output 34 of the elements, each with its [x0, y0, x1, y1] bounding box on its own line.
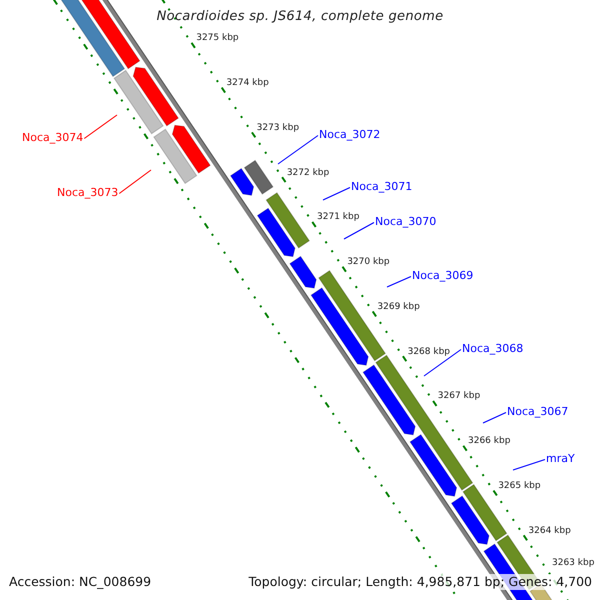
position-label: 3270 kbp [347, 257, 390, 268]
gene-label: Noca_3073 [57, 186, 118, 199]
leader-line [118, 170, 152, 194]
position-label: 3272 kbp [286, 168, 330, 179]
position-label: 3263 kbp [552, 558, 594, 569]
position-label: 3268 kbp [408, 346, 450, 358]
position-label: 3267 kbp [438, 391, 480, 402]
position-label: 3269 kbp [377, 302, 420, 313]
gene-label: Noca_3068 [462, 342, 524, 355]
leader-line [344, 222, 374, 240]
genome-summary-text: Topology: circular; Length: 4,985,871 bp; Genes: 4,700 [248, 574, 592, 590]
leader-line [322, 187, 350, 200]
gene-label: Noca_3074 [22, 131, 84, 144]
leader-line [278, 135, 318, 164]
leader-line [512, 459, 546, 470]
leader-line [482, 412, 506, 424]
accession-text: Accession: NC_008699 [9, 574, 152, 590]
position-label: 3271 kbp [317, 212, 360, 224]
leader-line [84, 114, 118, 139]
gene-label: mraY [546, 452, 575, 465]
position-label: 3265 kbp [498, 481, 541, 492]
position-label: 3273 kbp [256, 122, 300, 134]
gene-label: Noca_3072 [319, 128, 380, 141]
gene-label: Noca_3069 [412, 269, 474, 282]
position-label: 3274 kbp [226, 78, 269, 90]
position-label: 3275 kbp [196, 33, 239, 44]
leader-line [386, 276, 412, 288]
gene-label: Noca_3071 [351, 180, 412, 193]
map-title: Nocardioides sp. JS614, complete genome [156, 9, 444, 24]
leader-line [424, 349, 462, 376]
position-label: 3266 kbp [468, 436, 510, 448]
gene-label: Noca_3070 [375, 215, 436, 228]
gene-label: Noca_3067 [507, 405, 568, 418]
position-label: 3264 kbp [528, 526, 571, 537]
